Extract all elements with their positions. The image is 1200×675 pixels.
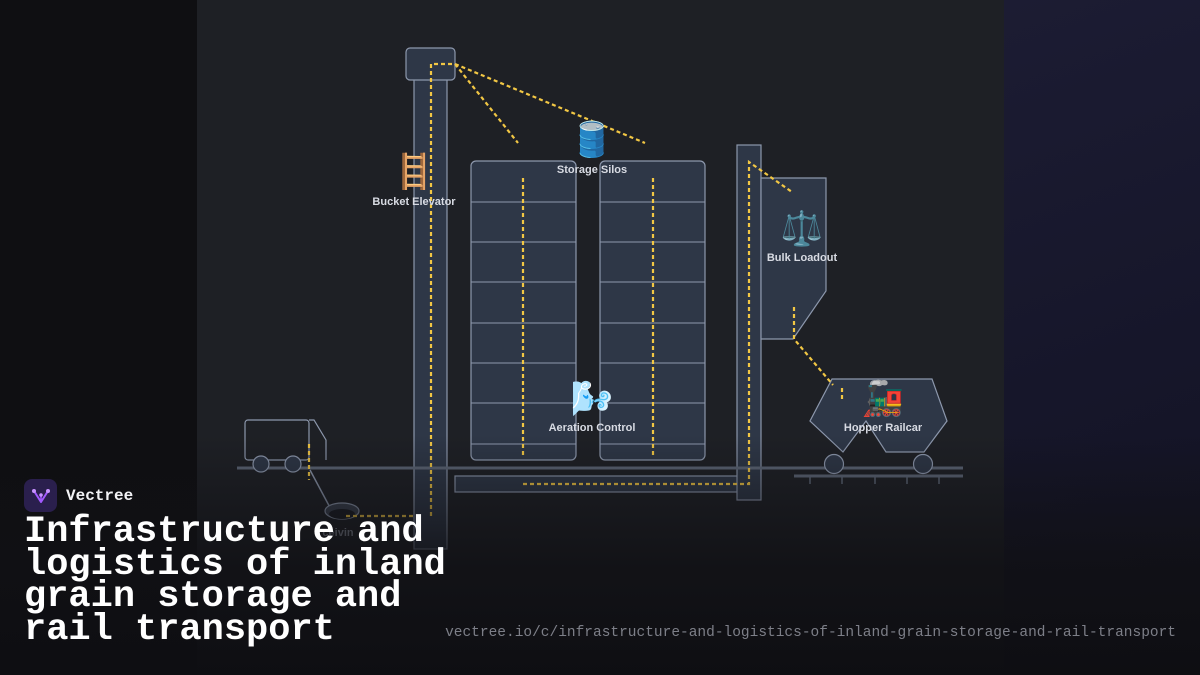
ladder-icon: 🪜 [392, 152, 436, 192]
page-title: Infrastructure and logistics of inland g… [24, 511, 446, 651]
wind-icon: 🌬️ [570, 379, 614, 419]
balance-scale-icon: ⚖️ [780, 209, 824, 249]
silo-left [470, 160, 577, 461]
vectree-logo-icon [24, 479, 57, 512]
loadout-bin [760, 177, 827, 340]
oil-drum-icon: 🛢️ [570, 120, 614, 160]
page-url[interactable]: vectree.io/c/infrastructure-and-logistic… [445, 625, 1176, 641]
brand-name: Vectree [66, 486, 134, 505]
silo-right [599, 160, 706, 461]
bottom-gradient-overlay [0, 435, 1200, 675]
storage-silos-label: Storage Silos [556, 164, 628, 176]
hopper-railcar-label: Hopper Railcar [843, 422, 923, 434]
brand[interactable]: Vectree [24, 479, 133, 512]
bucket-elevator-label: Bucket Elevator [372, 196, 456, 208]
bulk-loadout-label: Bulk Loadout [766, 252, 838, 264]
locomotive-icon: 🚂 [861, 379, 905, 419]
aeration-control-label: Aeration Control [548, 422, 636, 434]
